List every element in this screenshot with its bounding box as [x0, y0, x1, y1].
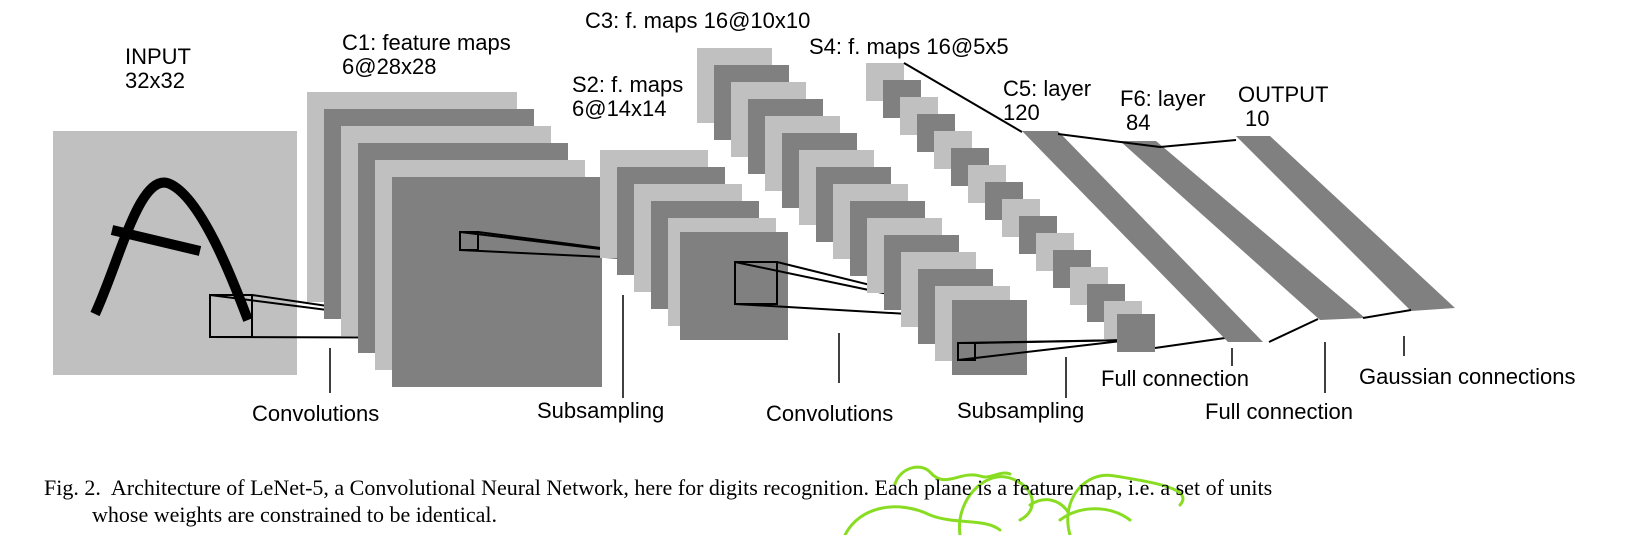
operation-ticks [329, 295, 1405, 398]
green-scribble-annotation [843, 465, 1185, 535]
s2-feature-maps [600, 150, 788, 340]
op-convolutions-2: Convolutions [766, 401, 893, 426]
op-full-connection-1: Full connection [1101, 366, 1249, 391]
output-layer-band [1236, 136, 1455, 311]
s2-receptive-field [734, 261, 778, 305]
c1-map [392, 177, 602, 387]
letter-a-glyph [90, 177, 253, 322]
c1-feature-maps [307, 92, 602, 387]
s4-label: S4: f. maps 16@5x5 [809, 34, 1009, 59]
c3-label: C3: f. maps 16@10x10 [585, 8, 810, 33]
caption-text-line1: Architecture of LeNet-5, a Convolutional… [110, 475, 1273, 500]
c3-feature-maps [697, 48, 1027, 375]
s4-feature-maps [866, 63, 1155, 352]
caption-text-line2: whose weights are constrained to be iden… [92, 502, 498, 527]
s2-size-label: 6@14x14 [572, 96, 667, 121]
f6-label: F6: layer [1120, 86, 1206, 111]
c5-size-label: 120 [1003, 100, 1040, 125]
op-full-connection-2: Full connection [1205, 399, 1353, 424]
input-label: INPUT [125, 44, 191, 69]
op-subsampling-1: Subsampling [537, 398, 664, 423]
c5-label: C5: layer [1003, 76, 1091, 101]
s4-map [1117, 314, 1155, 352]
op-gaussian-connections: Gaussian connections [1359, 364, 1575, 389]
output-label: OUTPUT [1238, 82, 1328, 107]
c1-label: C1: feature maps [342, 30, 511, 55]
figure-caption: Fig. 2. Architecture of LeNet-5, a Convol… [44, 474, 1634, 528]
s2-label: S2: f. maps [572, 72, 683, 97]
f6-layer-band [1120, 141, 1365, 320]
c3-projection-lines [957, 339, 1131, 361]
c5-layer-band [1022, 131, 1263, 342]
input-size-label: 32x32 [125, 68, 185, 93]
input-plane [53, 131, 297, 375]
c1-size-label: 6@28x28 [342, 54, 437, 79]
output-size-label: 10 [1245, 106, 1269, 131]
full-connection-lines [1057, 133, 1412, 343]
op-convolutions-1: Convolutions [252, 401, 379, 426]
op-subsampling-2: Subsampling [957, 398, 1084, 423]
f6-size-label: 84 [1126, 110, 1150, 135]
figure-number: Fig. 2. [44, 475, 101, 500]
c3-map [952, 300, 1027, 375]
s4-to-c5-lines [903, 62, 1226, 349]
